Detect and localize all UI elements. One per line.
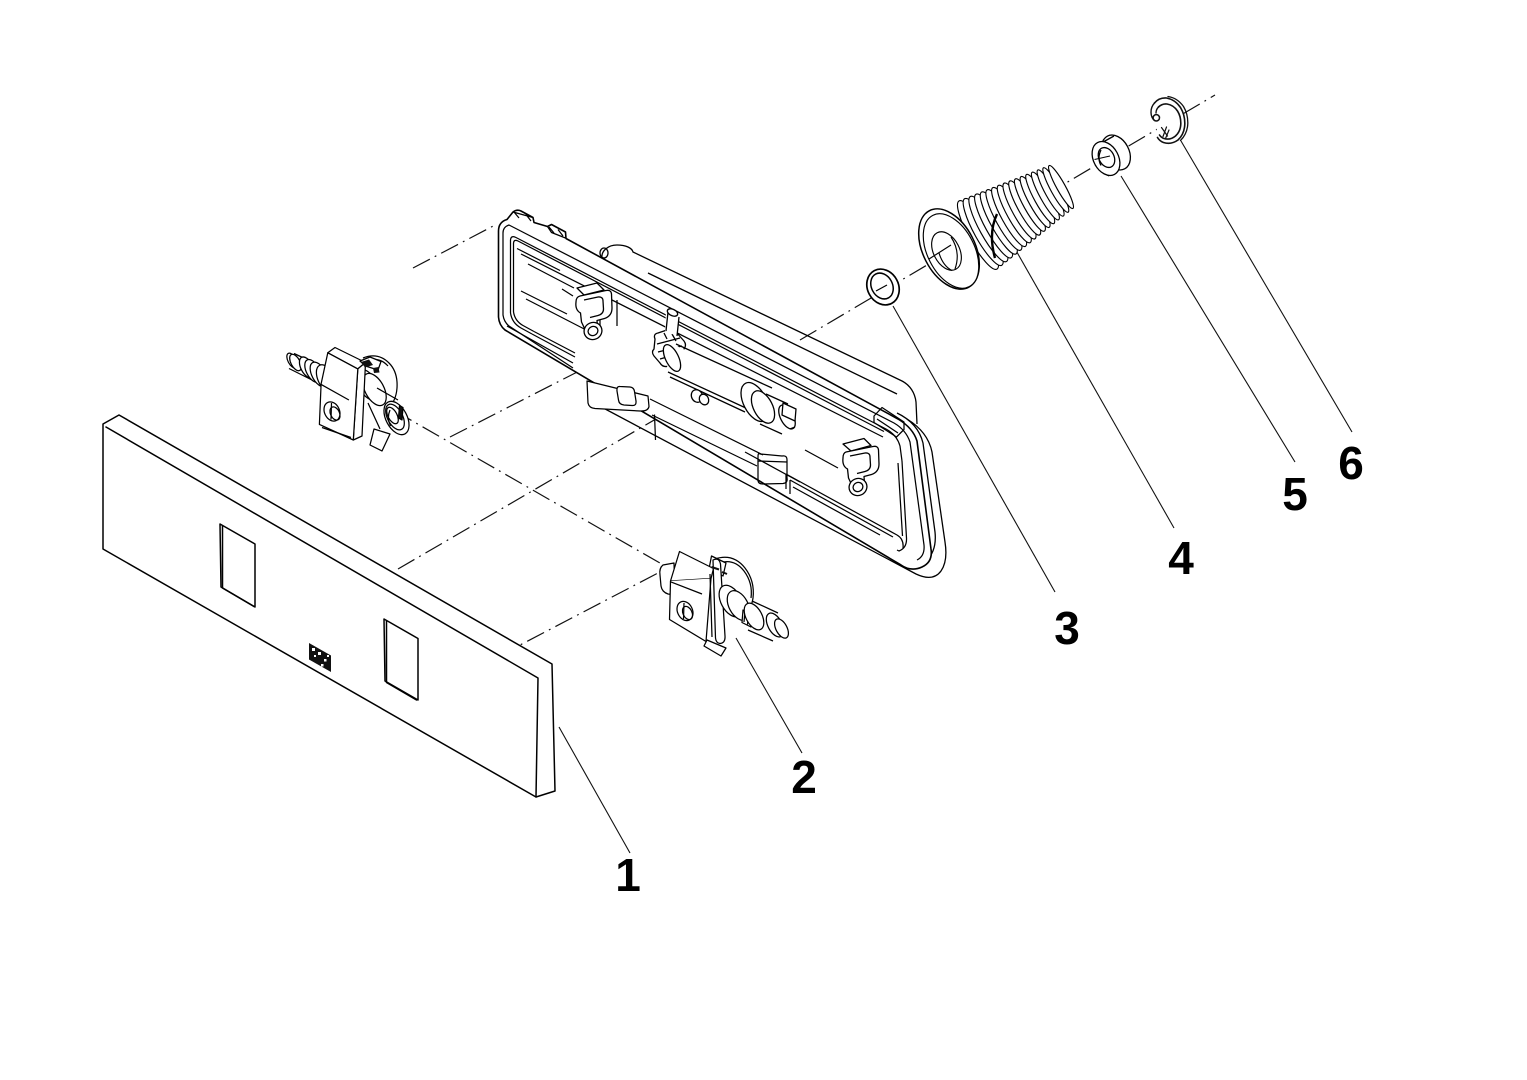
svg-text:4: 4 [1168, 532, 1194, 584]
svg-text:5: 5 [1282, 468, 1308, 520]
svg-text:2: 2 [791, 751, 817, 803]
svg-text:1: 1 [615, 849, 641, 901]
svg-text:6: 6 [1338, 437, 1364, 489]
svg-text:3: 3 [1054, 602, 1080, 654]
